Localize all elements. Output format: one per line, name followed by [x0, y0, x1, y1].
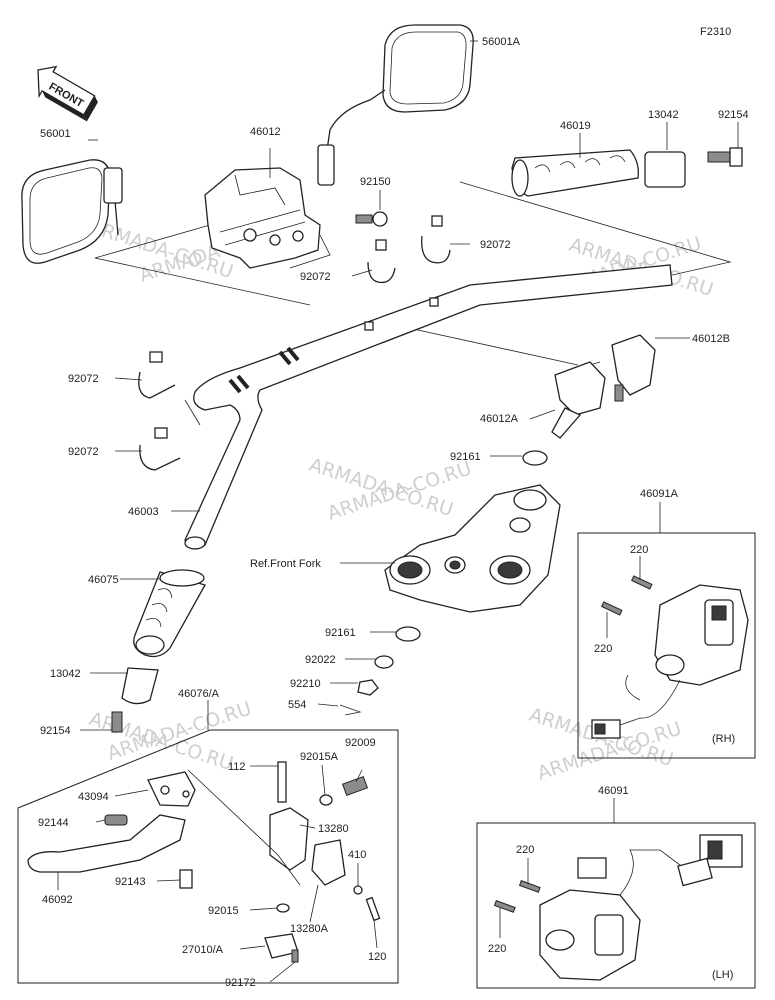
- leader-lines: [57, 40, 739, 983]
- label-120: 120: [368, 951, 386, 963]
- label-92154-bot: 92154: [40, 725, 71, 737]
- clamps-top: [367, 215, 451, 284]
- lever-group-box: [17, 729, 399, 984]
- label-112: 112: [228, 761, 246, 773]
- label-92015A: 92015A: [300, 751, 339, 763]
- assembly-lines: [94, 181, 732, 426]
- label-46091A: 46091A: [640, 488, 679, 500]
- label-220-rh2: 220: [594, 643, 612, 655]
- switch-rh-box: [577, 532, 756, 759]
- label-92161-b: 92161: [325, 627, 356, 639]
- label-46012A: 46012A: [480, 413, 519, 425]
- label-46012B: 46012B: [692, 333, 730, 345]
- label-56001: 56001: [40, 128, 71, 140]
- label-46019: 46019: [560, 120, 591, 132]
- label-220-rh1: 220: [630, 544, 648, 556]
- label-92072-c: 92072: [68, 373, 99, 385]
- grip-right: [511, 147, 743, 197]
- riser-holders: [522, 334, 656, 466]
- label-92150: 92150: [360, 176, 391, 188]
- bolt-92150: [355, 211, 388, 227]
- label-43094: 43094: [78, 791, 109, 803]
- label-92172: 92172: [225, 977, 256, 989]
- label-92154-top: 92154: [718, 109, 749, 121]
- label-92144: 92144: [38, 817, 69, 829]
- label-92210: 92210: [290, 678, 321, 690]
- switch-rh: [591, 575, 749, 739]
- label-13280A: 13280A: [290, 923, 329, 935]
- part-labels: 56001A 56001 46012 92150 46019 13042 921…: [38, 36, 749, 989]
- clamps-left: [138, 351, 181, 471]
- label-92072-b: 92072: [300, 271, 331, 283]
- label-46076A: 46076/A: [178, 688, 220, 700]
- label-13280: 13280: [318, 823, 349, 835]
- label-27010A: 27010/A: [182, 944, 224, 956]
- label-56001A: 56001A: [482, 36, 521, 48]
- label-13042-top: 13042: [648, 109, 679, 121]
- label-92161-a: 92161: [450, 451, 481, 463]
- label-92022: 92022: [305, 654, 336, 666]
- label-92072-a: 92072: [480, 239, 511, 251]
- handlebar: [184, 264, 673, 550]
- label-13042-bot: 13042: [50, 668, 81, 680]
- label-46012: 46012: [250, 126, 281, 138]
- mirror-right: [317, 24, 474, 186]
- label-rh: (RH): [712, 733, 735, 745]
- mirror-left: [21, 159, 123, 264]
- lever-group: [27, 761, 381, 963]
- grip-left: [111, 569, 206, 733]
- switch-lh: [493, 834, 743, 981]
- label-46092: 46092: [42, 894, 73, 906]
- label-220-lh1: 220: [516, 844, 534, 856]
- label-92072-d: 92072: [68, 446, 99, 458]
- label-ref-front-fork: Ref.Front Fork: [250, 558, 321, 570]
- label-lh: (LH): [712, 969, 733, 981]
- label-92015: 92015: [208, 905, 239, 917]
- label-46091: 46091: [598, 785, 629, 797]
- label-92009: 92009: [345, 737, 376, 749]
- switch-lh-box: [476, 822, 756, 989]
- fork-bracket: [384, 484, 561, 613]
- label-92143: 92143: [115, 876, 146, 888]
- label-46075: 46075: [88, 574, 119, 586]
- label-410: 410: [348, 849, 366, 861]
- front-arrow-icon: FRONT: [37, 65, 98, 122]
- label-220-lh2: 220: [488, 943, 506, 955]
- label-554: 554: [288, 699, 306, 711]
- figure-code: F2310: [700, 26, 731, 38]
- label-46003: 46003: [128, 506, 159, 518]
- washer-stack: [339, 626, 421, 716]
- mirror-bracket: [204, 167, 321, 269]
